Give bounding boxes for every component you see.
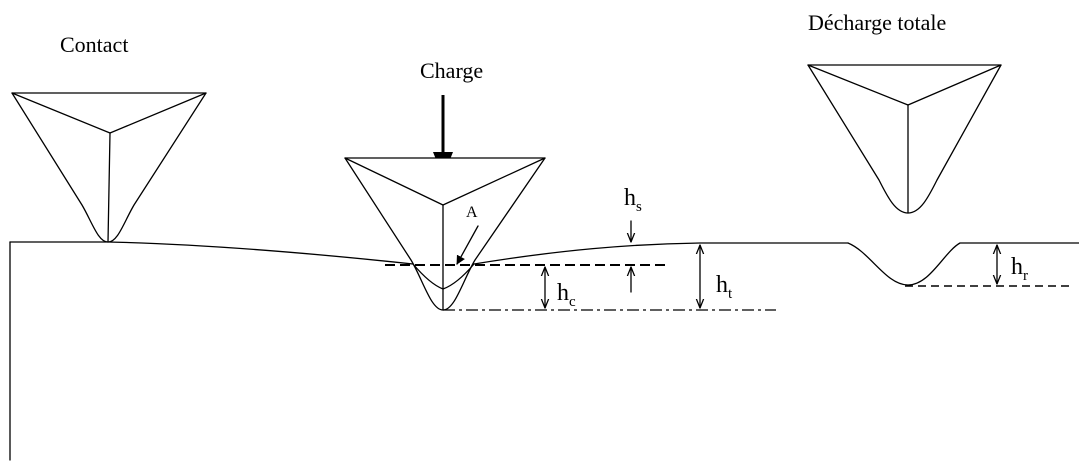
residual-impression	[847, 242, 1079, 286]
hr-label-sub: r	[1023, 268, 1028, 284]
hc-label-sub: c	[569, 294, 576, 310]
charge-label: Charge	[420, 58, 483, 83]
ht-label-sub: t	[728, 286, 733, 302]
surface-under-load-right	[473, 242, 849, 265]
indenter-loaded	[344, 157, 546, 311]
indenter-unloaded-outline	[807, 64, 1002, 214]
ht-label-main: h	[716, 272, 728, 298]
hs-label: hs	[624, 185, 642, 215]
hc-label-main: h	[557, 280, 569, 306]
point-a-text: A	[466, 204, 478, 221]
hs-label-sub: s	[636, 199, 642, 215]
indenter-loaded-outline	[344, 157, 546, 311]
indenter-contact-center-edge	[107, 132, 111, 243]
hr-label-main: h	[1011, 254, 1023, 280]
decharge-label-text: Décharge totale	[808, 10, 946, 35]
point-a-arrow	[456, 225, 479, 265]
contact-label-text: Contact	[60, 32, 128, 57]
indenter-loaded-contact-profile	[412, 263, 475, 290]
indenter-unloaded	[807, 64, 1002, 214]
point-a-label: A	[466, 204, 478, 221]
hr-label: hr	[1011, 254, 1028, 284]
indenter-contact	[11, 92, 207, 243]
ht-label: ht	[716, 272, 733, 302]
charge-label-text: Charge	[420, 58, 483, 83]
surface-under-load-left	[9, 241, 414, 265]
hs-label-main: h	[624, 185, 636, 211]
hc-label: hc	[557, 280, 576, 310]
decharge-label: Décharge totale	[808, 10, 946, 35]
contact-label: Contact	[60, 32, 128, 57]
